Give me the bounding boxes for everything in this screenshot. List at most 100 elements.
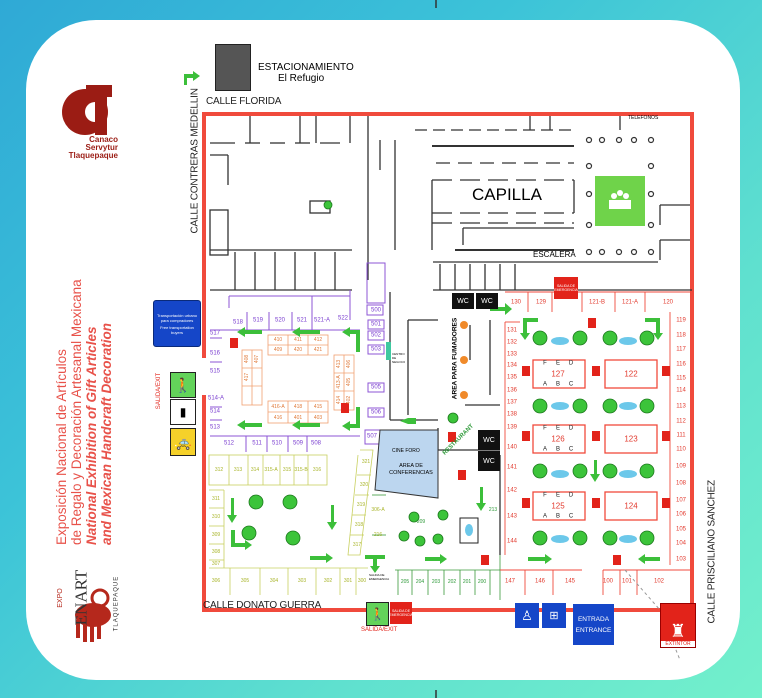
booth-label: 305 xyxy=(240,578,250,584)
booth-label: 515 xyxy=(209,368,221,375)
booth-label: 121-B xyxy=(588,299,606,306)
extinguisher-sign: ♜ EXTINTOR xyxy=(660,603,696,648)
booth-label: 309 xyxy=(211,532,221,538)
booth-label: 130 xyxy=(510,299,522,306)
booth-label: 402 xyxy=(346,395,352,405)
booth-label: 136 xyxy=(506,387,518,394)
booth-label: 312 xyxy=(214,467,224,473)
entrance-sign[interactable]: ENTRADA ENTRANCE xyxy=(573,604,614,645)
booth-label: 315-A xyxy=(264,467,278,473)
booth-label: 139 xyxy=(506,424,518,431)
booth-label: 301 xyxy=(343,578,353,584)
wc-2: WC xyxy=(476,293,498,309)
booth-label: 112 xyxy=(676,418,686,425)
business-center-label: CENTRO DE NEGOCIOS xyxy=(392,352,405,364)
booth-label: 413 xyxy=(336,359,342,369)
logo-line-2: Servytur xyxy=(85,143,118,152)
booth-label: 132 xyxy=(506,339,518,346)
emergency-exit-sign-bottom: SALIDA DE EMERGENCIA xyxy=(389,602,413,624)
booth-label: 140 xyxy=(506,444,518,451)
booth-label: 503 xyxy=(370,346,382,353)
booth-label: 407 xyxy=(254,354,260,364)
booth-label: 307 xyxy=(211,561,221,567)
booth-label: 103 xyxy=(675,556,687,563)
booth-letter: D xyxy=(568,360,574,367)
booth-label: 114 xyxy=(676,387,686,394)
booth-label: 509 xyxy=(292,440,304,447)
booth-label: 121-A xyxy=(621,299,639,306)
booth-label: 522 xyxy=(337,315,349,322)
transport-text: Transportación urbano para compradores xyxy=(156,312,198,323)
booth-letter: F xyxy=(543,425,547,432)
booth-letter: C xyxy=(568,446,574,453)
transport-sign[interactable]: Transportación urbano para compradores F… xyxy=(153,300,201,347)
booth-label: 311 xyxy=(212,496,220,502)
booth-label: 145 xyxy=(564,578,576,585)
zone-500-walls xyxy=(210,262,386,452)
booth-label: 101 xyxy=(621,578,633,585)
chapel-label: CAPILLA xyxy=(472,185,542,204)
booth-label: 414 xyxy=(336,395,342,405)
booth-label: 415 xyxy=(313,404,323,410)
wc-4: WC xyxy=(478,451,500,471)
booth-label: 100 xyxy=(602,578,614,585)
booth-label: 209 xyxy=(416,519,426,525)
smoking-markers xyxy=(460,321,468,399)
zone-200-booths xyxy=(372,494,501,600)
booth-label: 118 xyxy=(676,332,686,339)
booth-label: 116 xyxy=(676,361,686,368)
booth-label: 314 xyxy=(250,467,260,473)
booth-label: 517 xyxy=(209,330,221,337)
canaco-logo-text: Canaco Servytur Tlaquepaque xyxy=(58,136,118,160)
booth-label: 507 xyxy=(366,433,378,440)
booth-label: 406 xyxy=(346,359,352,369)
booth-label: 216 xyxy=(373,532,383,538)
zone-100-booths xyxy=(500,291,692,595)
booth-label: 201 xyxy=(462,579,472,585)
booth-label: 416 xyxy=(273,415,283,421)
booth-label: 521-A xyxy=(313,317,331,324)
booth-label: 120 xyxy=(662,299,674,306)
booth-letter: A xyxy=(542,513,548,520)
booth-label: 411 xyxy=(294,337,302,343)
booth-label: 408 xyxy=(244,354,250,364)
exit-person-icon-bottom: 🚶 xyxy=(366,602,389,626)
direction-arrows xyxy=(181,71,663,573)
canaco-logo xyxy=(62,85,112,135)
booth-letter: E xyxy=(555,425,561,432)
booth-label: 147 xyxy=(504,578,516,585)
booth-label: 317 xyxy=(352,542,362,548)
booth-label: 146 xyxy=(534,578,546,585)
title-en-2: and Mexican Handcraft Decoration xyxy=(99,322,114,545)
parking-name: El Refugio xyxy=(278,73,325,84)
booth-label: 104 xyxy=(675,540,687,547)
booth-label: 501 xyxy=(370,321,382,328)
garden-trees xyxy=(241,200,655,547)
booth-label: 412 xyxy=(313,337,323,343)
booth-label: 129 xyxy=(535,299,547,306)
extinguisher-markers xyxy=(230,318,670,565)
booth-label: 511 xyxy=(252,440,262,447)
booth-letter: B xyxy=(555,446,561,453)
booth-label: 109 xyxy=(675,463,687,470)
parking-title: ESTACIONAMIENTO xyxy=(258,62,354,73)
booth-label: 302 xyxy=(323,578,333,584)
booth-block-label: 123 xyxy=(624,434,638,444)
street-south: CALLE DONATO GUERRA xyxy=(203,600,322,611)
title-es-2: de Regalo y Decoración Artesanal Mexican… xyxy=(69,279,84,545)
booth-letter: F xyxy=(543,360,547,367)
zone-300-booths xyxy=(208,449,374,595)
booth-label: 204 xyxy=(415,579,425,585)
booth-letter: A xyxy=(542,446,548,453)
booth-label: 319 xyxy=(356,502,366,508)
cinema-label: CINE FORO xyxy=(392,448,420,454)
booth-label: 205 xyxy=(400,579,410,585)
extinguisher-icon: ♜ xyxy=(669,621,687,641)
booth-label: 518 xyxy=(232,319,244,326)
conference-label: AREA DE CONFERENCIAS xyxy=(389,463,433,476)
booth-label: 315-B xyxy=(294,467,308,473)
booth-label: 320 xyxy=(359,482,369,488)
booth-label: 321 xyxy=(361,459,371,465)
exit-person-icon: 🚶 xyxy=(170,372,196,398)
brand-city: TLAQUEPAQUE xyxy=(113,575,120,632)
